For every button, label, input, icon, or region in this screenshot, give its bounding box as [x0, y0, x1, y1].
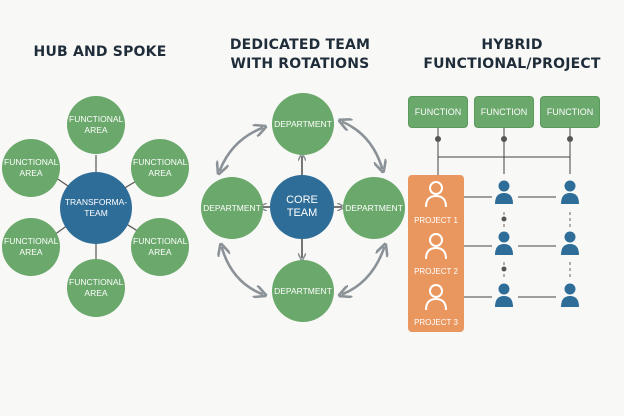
functional-area-lower-left: FUNCTIONAL AREA [2, 218, 60, 276]
project-1-person-icon [425, 181, 447, 208]
core-arrows [262, 156, 342, 258]
rotation-arrows [220, 122, 384, 294]
hybrid-title: HYBRID FUNCTIONAL/PROJECT [400, 36, 624, 74]
department-left: DEPARTMENT [201, 177, 263, 239]
functional-area-lower-right: FUNCTIONAL AREA [131, 218, 189, 276]
functional-area-bottom: FUNCTIONAL AREA [67, 259, 125, 317]
department-bottom: DEPARTMENT [272, 260, 334, 322]
function-box-2: FUNCTION [474, 96, 534, 128]
department-top: DEPARTMENT [272, 93, 334, 155]
functional-area-upper-right: FUNCTIONAL AREA [131, 139, 189, 197]
project-3-person-icon [425, 284, 447, 311]
transformation-team-hub: TRANSFORMA-TEAM [60, 172, 132, 244]
member-icon-r1-c3 [561, 180, 579, 204]
matrix-lines [437, 128, 571, 298]
functional-area-top: FUNCTIONAL AREA [67, 96, 125, 154]
hybrid-title-line1: HYBRID [481, 37, 543, 53]
hub-and-spoke-title: HUB AND SPOKE [33, 44, 167, 60]
project-2-label: PROJECT 2 [414, 267, 458, 276]
project-3-label: PROJECT 3 [414, 318, 458, 327]
dedicated-title-line1: DEDICATED TEAM [229, 37, 371, 53]
project-column [408, 175, 464, 332]
dedicated-title-line2: WITH ROTATIONS [230, 56, 370, 72]
member-icon-r2-c3 [561, 231, 579, 255]
core-team-center: CORE TEAM [270, 175, 334, 239]
functional-area-upper-left: FUNCTIONAL AREA [2, 139, 60, 197]
hybrid-title-line2: FUNCTIONAL/PROJECT [423, 56, 601, 72]
member-icon-r3-c3 [561, 283, 579, 307]
member-icon-r3-c2 [495, 283, 513, 307]
member-icon-r1-c2 [495, 180, 513, 204]
function-box-3: FUNCTION [540, 96, 600, 128]
member-icon-r2-c2 [495, 231, 513, 255]
project-1-label: PROJECT 1 [414, 216, 458, 225]
matrix-dots [435, 136, 573, 272]
function-box-1: FUNCTION [408, 96, 468, 128]
project-2-person-icon [425, 233, 447, 260]
dedicated-team-title: DEDICATED TEAM WITH ROTATIONS [200, 36, 400, 74]
department-right: DEPARTMENT [343, 177, 405, 239]
